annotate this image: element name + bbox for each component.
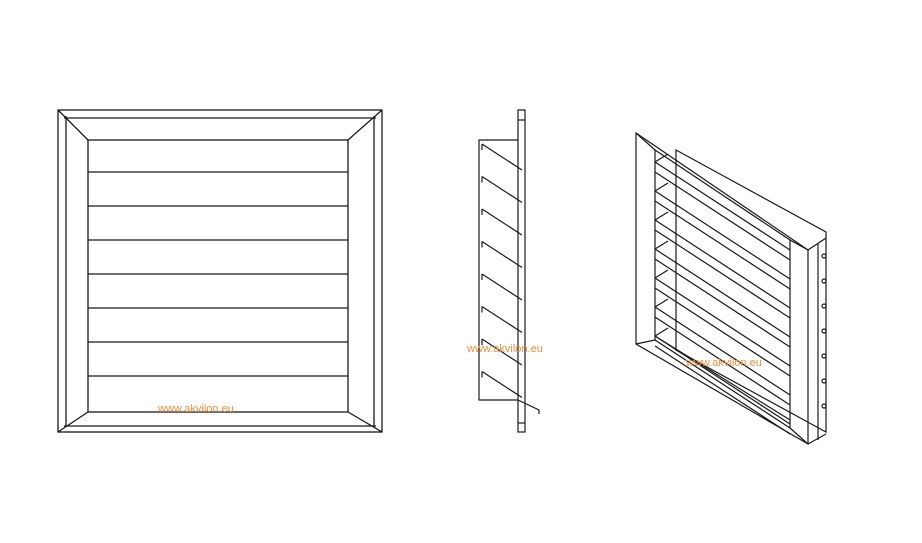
iso-pivot-pin bbox=[821, 253, 827, 259]
iso-louver-edge bbox=[654, 306, 791, 396]
iso-louver-edge bbox=[654, 287, 791, 377]
watermark-front: www.akvilon.eu bbox=[158, 403, 234, 415]
iso-louver-edge bbox=[654, 258, 791, 348]
iso-louver-edge bbox=[654, 219, 791, 309]
side-view-grille bbox=[478, 109, 540, 433]
side-frame-plate bbox=[517, 109, 526, 433]
iso-louver-edge bbox=[654, 171, 791, 261]
iso-louver-end bbox=[654, 240, 669, 250]
watermark-iso: www.akvilon.eu bbox=[686, 357, 762, 369]
side-housing bbox=[478, 139, 518, 401]
front-outer-frame bbox=[57, 109, 383, 433]
iso-louver-edge bbox=[654, 335, 791, 425]
iso-louver-edge bbox=[654, 190, 791, 280]
side-hook bbox=[517, 399, 540, 414]
side-louver-blade bbox=[481, 208, 523, 236]
side-louver-blade bbox=[481, 240, 523, 269]
iso-pivot-pin bbox=[821, 353, 827, 359]
iso-pivot-pin bbox=[821, 328, 827, 334]
iso-louver-end bbox=[654, 153, 669, 163]
iso-front-frame bbox=[635, 131, 809, 446]
isometric-view-grille bbox=[635, 131, 827, 446]
side-louver-blade bbox=[481, 305, 523, 334]
iso-louver-end bbox=[654, 327, 669, 337]
iso-pivot-pin bbox=[821, 378, 827, 384]
front-inner-opening bbox=[87, 139, 349, 413]
side-louver-blade bbox=[481, 370, 523, 399]
side-louver-blade bbox=[481, 143, 523, 171]
iso-louver-end bbox=[654, 182, 669, 192]
iso-back-frame bbox=[675, 148, 827, 434]
iso-louver-edge bbox=[654, 161, 791, 251]
side-louver-blade bbox=[481, 175, 523, 204]
iso-louver-end bbox=[654, 269, 669, 279]
iso-pivot-pin bbox=[821, 278, 827, 284]
front-view-grille bbox=[57, 109, 383, 433]
iso-louver-edge bbox=[654, 345, 791, 435]
side-louver-blade bbox=[481, 338, 523, 366]
iso-louver-end bbox=[654, 211, 669, 221]
watermark-side: www.akvilon.eu bbox=[467, 343, 543, 355]
iso-louver-edge bbox=[654, 200, 791, 290]
iso-louver-edge bbox=[654, 277, 791, 367]
side-louver-blade bbox=[481, 273, 523, 301]
iso-louver-edge bbox=[654, 229, 791, 319]
iso-pivot-pin bbox=[821, 403, 827, 409]
iso-louver-edge bbox=[654, 248, 791, 338]
iso-louver-edge bbox=[654, 316, 791, 406]
iso-louver-end bbox=[654, 298, 669, 308]
iso-pivot-pin bbox=[821, 303, 827, 309]
